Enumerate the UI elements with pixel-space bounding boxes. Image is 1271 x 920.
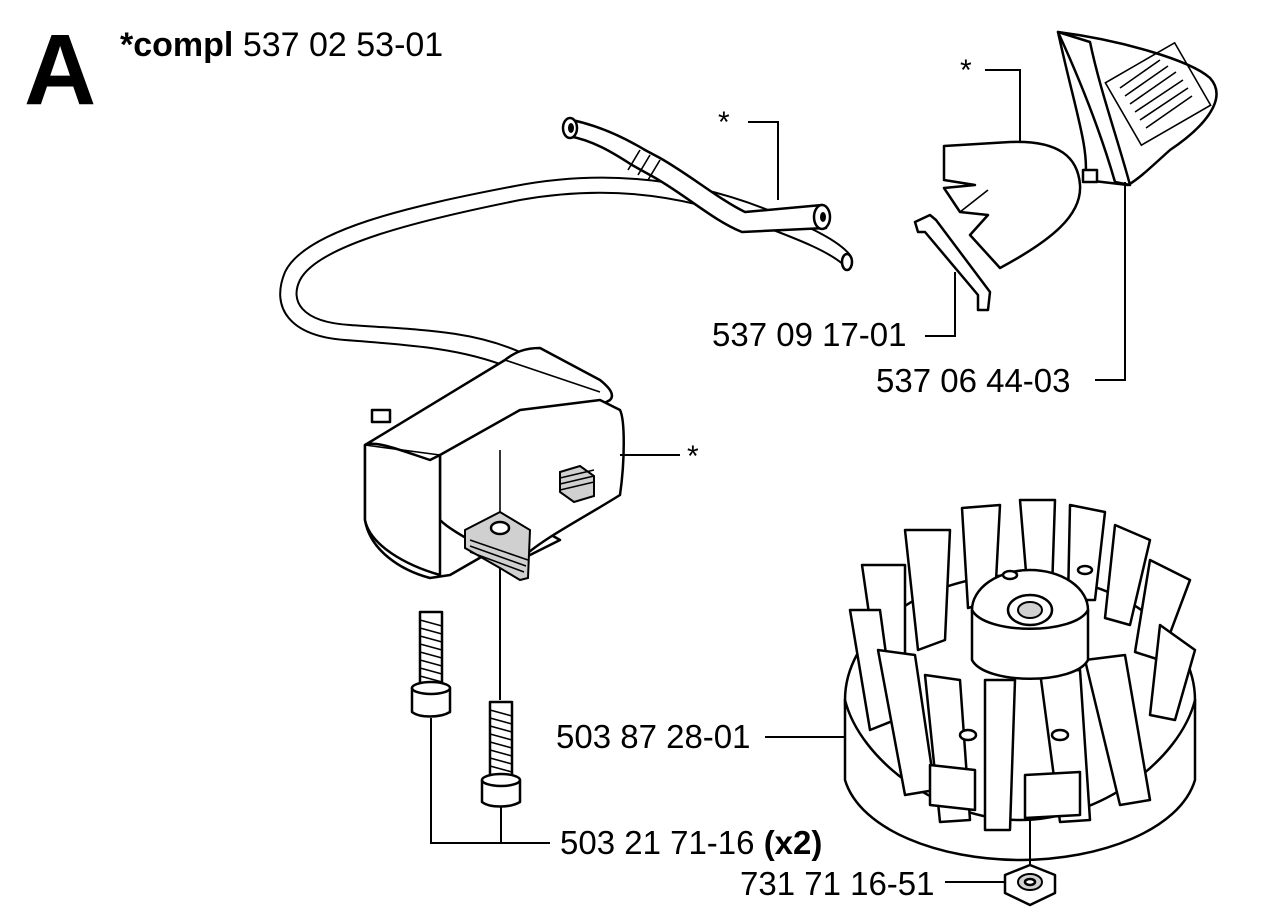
complete-kit-number: 537 02 53-01 [242, 26, 444, 64]
part-number: 503 87 28-01 [556, 718, 751, 755]
module-asterisk: * [687, 440, 699, 473]
part-number-label: 537 06 44-03 [876, 364, 1071, 397]
cover-vent-grille [1104, 41, 1212, 147]
mounting-screw-right [480, 700, 522, 808]
ignition-module [363, 346, 625, 582]
spring-clip [913, 213, 992, 312]
ht-lead [561, 116, 832, 234]
part-number: 503 21 71-16 [560, 824, 755, 861]
flywheel-hub [970, 568, 1090, 680]
flywheel-nut [1003, 863, 1057, 907]
leader-lines [430, 69, 1126, 883]
section-letter: A [24, 14, 97, 126]
module-core-lamination [559, 464, 595, 504]
complete-kit-label: *compl 537 02 53-01 [120, 28, 443, 62]
part-quantity: (x2) [763, 824, 823, 861]
complete-kit-prefix: *compl [120, 26, 234, 64]
part-number-label: 731 71 16-51 [740, 867, 935, 900]
module-mounting-lug [464, 510, 532, 582]
ht-lead-asterisk: * [718, 106, 730, 139]
flywheel-magnet-pads [928, 763, 1082, 820]
part-number: 537 09 17-01 [712, 316, 907, 353]
part-number-label: 537 09 17-01 [712, 318, 907, 351]
flywheel [843, 498, 1197, 862]
shield-asterisk: * [960, 54, 972, 87]
part-number-label: 503 21 71-16 (x2) [560, 826, 822, 859]
cylinder-cover [1056, 30, 1218, 187]
mounting-screw-left [410, 610, 452, 718]
shield-plate [942, 140, 1082, 270]
part-number-label: 503 87 28-01 [556, 720, 751, 753]
part-number: 537 06 44-03 [876, 362, 1071, 399]
part-number: 731 71 16-51 [740, 865, 935, 902]
